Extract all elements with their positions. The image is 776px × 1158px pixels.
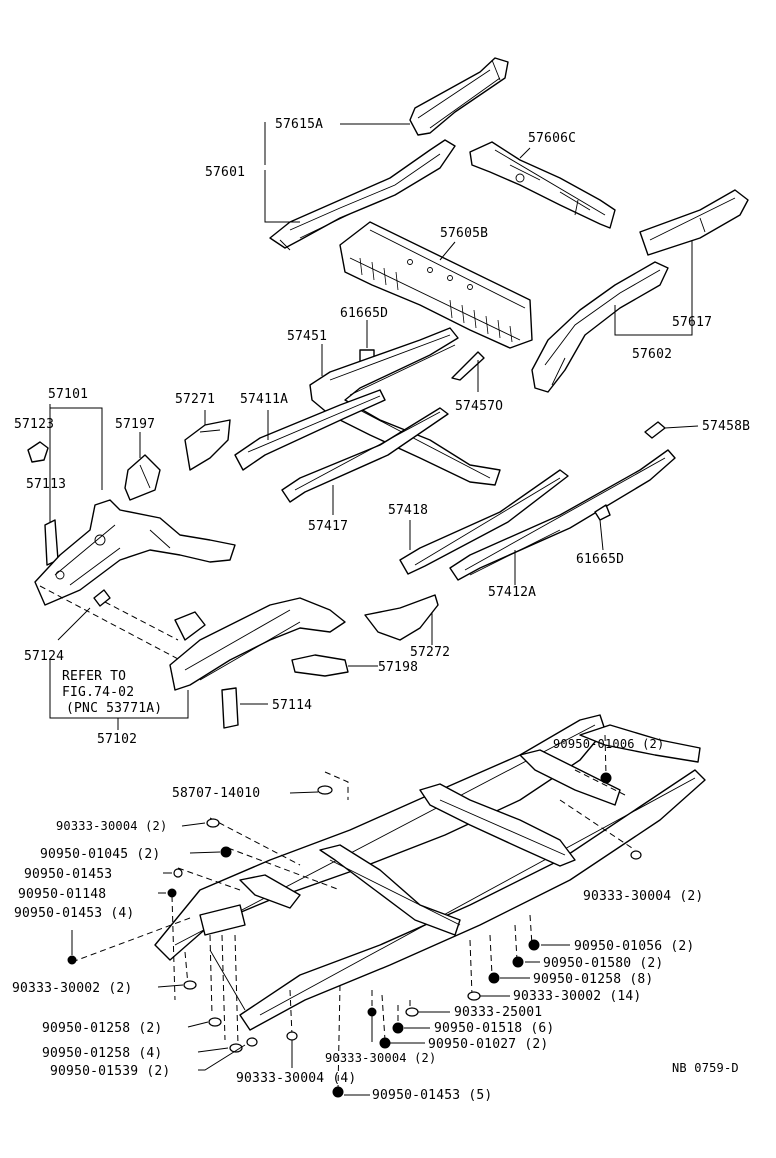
part-57198-drawing [291,654,349,677]
label-57114: 57114 [272,698,312,713]
hw-label-2: 90333-30004 (2) [56,819,167,833]
hw-label-8: 90950-01056 (2) [574,939,694,954]
label-57458b: 57458B [702,419,750,434]
label-57451: 57451 [287,329,327,344]
part-57101-drawing [34,499,236,606]
part-57615a-drawing [409,57,509,136]
label-61665d-bot: 61665D [576,552,624,567]
part-57197-drawing [124,454,161,501]
label-57101: 57101 [48,387,88,402]
hw-label-4: 90950-01453 [24,867,112,882]
hw-label-19: 90950-01539 (2) [50,1064,170,1079]
label-57601: 57601 [205,165,245,180]
label-57602: 57602 [632,347,672,362]
part-57124-drawing [93,589,111,607]
label-58707: 58707-14010 [172,786,260,801]
hw-label-18: 90333-30004 (2) [325,1051,436,1065]
hw-label-1: 90950-01006 (2) [553,737,664,751]
label-61665d-top: 61665D [340,306,388,321]
label-57417: 57417 [308,519,348,534]
part-57102-drawing [169,597,346,691]
refer-line-1: REFER TO [62,669,126,684]
part-57271-drawing [184,419,231,471]
hw-label-9: 90950-01580 (2) [543,956,663,971]
hw-label-10: 90950-01258 (8) [533,972,653,987]
part-57606c-drawing [469,141,616,229]
hw-label-5: 90950-01148 [18,887,106,902]
part-57457o-drawing [451,351,485,381]
part-57114-drawing [221,687,239,729]
label-57617: 57617 [672,315,712,330]
label-57272: 57272 [410,645,450,660]
part-57602-drawing [531,261,669,393]
part-57412a-drawing [449,449,676,581]
label-57102: 57102 [97,732,137,747]
hw-label-20: 90333-30004 (4) [236,1071,356,1086]
frame-assembly-drawing [154,714,706,1031]
part-57617-drawing [639,189,749,256]
figure-code: NB 0759-D [672,1061,739,1075]
part-57418-drawing [399,469,569,575]
label-57113: 57113 [26,477,66,492]
part-61665d-bot-drawing [594,504,611,521]
hw-label-15: 90950-01258 (2) [42,1021,162,1036]
label-57411a: 57411A [240,392,288,407]
hw-label-6: 90950-01453 (4) [14,906,134,921]
hw-label-12: 90333-30002 (2) [12,981,132,996]
refer-line-3: (PNC 53771A) [66,701,162,716]
part-57458b-drawing [644,421,666,439]
hw-label-7: 90333-30004 (2) [583,889,703,904]
label-57606c: 57606C [528,131,576,146]
label-57198: 57198 [378,660,418,675]
part-57123-drawing [27,441,49,463]
label-57197: 57197 [115,417,155,432]
hw-label-13: 90333-25001 [454,1005,542,1020]
hw-label-3: 90950-01045 (2) [40,847,160,862]
label-57457o: 57457O [455,399,503,414]
label-57271: 57271 [175,392,215,407]
part-57272-drawing [364,594,439,641]
part-57451-drawing [309,327,501,486]
hw-label-16: 90950-01027 (2) [428,1037,548,1052]
label-57412a: 57412A [488,585,536,600]
refer-line-2: FIG.74-02 [62,685,134,700]
hw-label-14: 90950-01518 (6) [434,1021,554,1036]
part-57417-drawing [281,407,449,503]
label-57123: 57123 [14,417,54,432]
part-57411a-drawing [234,389,386,471]
part-57601-drawing [269,139,456,251]
label-57605b: 57605B [440,226,488,241]
hw-label-17: 90950-01258 (4) [42,1046,162,1061]
label-57124: 57124 [24,649,64,664]
part-57605b-drawing [339,221,533,349]
label-57615a: 57615A [275,117,323,132]
label-57418: 57418 [388,503,428,518]
hw-label-11: 90333-30002 (14) [513,989,641,1004]
hw-label-21: 90950-01453 (5) [372,1088,492,1103]
hardware-glyphs [67,772,642,1098]
